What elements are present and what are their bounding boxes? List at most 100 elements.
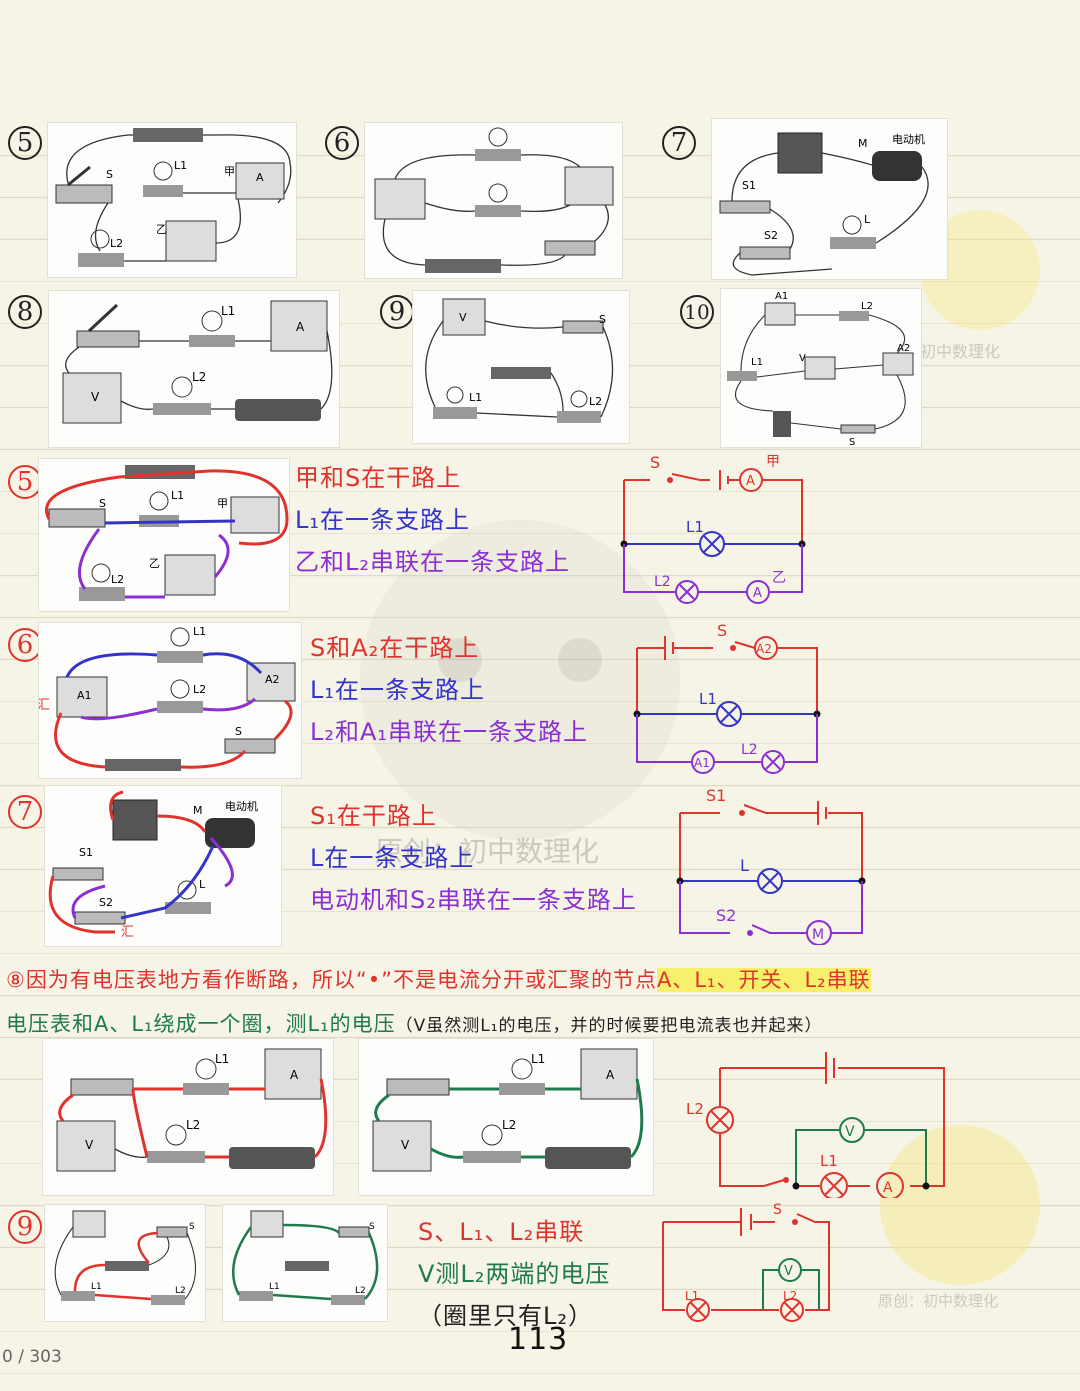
label-a2-q10: A2 — [897, 343, 910, 354]
sch6-ammeter-a2: A2 — [756, 642, 772, 656]
note-q8-aside: （V虽然测L₁的电压，并的时候要把电流表也并起来） — [395, 1016, 823, 1036]
question-number-10: 10 — [680, 295, 714, 329]
photo-q7: M 电动机 S1 S2 L — [711, 118, 948, 280]
label-s2: S2 — [764, 229, 778, 242]
label-s: S — [106, 168, 113, 181]
sol9g-label-l2: L2 — [355, 1286, 366, 1296]
watermark-thumb-top — [920, 210, 1040, 330]
label-motor: 电动机 — [892, 132, 925, 146]
label-m: M — [858, 137, 868, 150]
photo-q9: V S L1 L2 — [412, 290, 630, 444]
label-v-q9: V — [459, 311, 467, 324]
sch9-voltmeter-v: V — [784, 1264, 793, 1279]
schematic-q8: L2 L1 A V — [686, 1052, 945, 1198]
note-q7-line3: 电动机和S₂串联在一条支路上 — [310, 886, 637, 914]
sol5-label-yi: 乙 — [149, 557, 160, 570]
sch7-label-s2: S2 — [716, 906, 736, 925]
sol8g-label-v: V — [401, 1138, 410, 1152]
label-l2-q10: L2 — [861, 301, 873, 312]
note-q5-line3: 乙和L₂串联在一条支路上 — [295, 548, 570, 576]
top-margin — [0, 0, 1080, 115]
photo-solution-q8-green: L1 A V L2 — [358, 1038, 654, 1196]
sol6-label-a1: A1 — [77, 689, 92, 702]
sch5-ammeter-yi: A — [753, 586, 762, 601]
note-q7-line2: L在一条支路上 — [310, 844, 475, 872]
sch8-ammeter-a: A — [883, 1180, 893, 1196]
question-number-9: 9 — [380, 295, 414, 329]
sch8-label-l2: L2 — [686, 1100, 704, 1118]
sol8g-label-a: A — [606, 1068, 615, 1082]
sol7-label-motor: 电动机 — [225, 799, 258, 813]
note-q8-line2: 电压表和A、L₁绕成一个圈，测L₁的电压（V虽然测L₁的电压，并的时候要把电流表… — [6, 1008, 823, 1038]
note-q9-line1: S、L₁、L₂串联 — [418, 1218, 585, 1246]
label-s-q10: S — [849, 437, 855, 447]
sch8-label-l1: L1 — [820, 1152, 838, 1170]
sol6-label-l2: L2 — [193, 683, 206, 696]
label-l2-q8: L2 — [192, 370, 206, 384]
sol7-label-s1: S1 — [79, 846, 93, 859]
label-l1-q10: L1 — [751, 357, 763, 368]
sol6-label-hui: 汇 — [39, 698, 50, 713]
sol8g-label-l1: L1 — [531, 1052, 545, 1066]
note-q8-line1: ⑧因为有电压表地方看作断路，所以“•”不是电流分开或汇聚的节点A、L₁、开关、L… — [6, 964, 871, 994]
schematic-q6: A2 S L1 A1 L2 — [633, 622, 821, 774]
label-v-q10: V — [799, 353, 806, 364]
sch5-label-l2: L2 — [654, 574, 671, 590]
watermark-center: 原创：初中数理化 — [375, 835, 600, 868]
sch6-label-l1: L1 — [699, 690, 717, 708]
question-number-6: 6 — [325, 126, 359, 160]
sch5-label-jia: 甲 — [766, 454, 780, 470]
sch6-ammeter-a1: A1 — [694, 756, 710, 770]
photo-q10: A1 L2 L1 V A2 S — [720, 288, 922, 448]
sol8r-label-l1: L1 — [215, 1052, 229, 1066]
sch9-label-l2: L2 — [783, 1289, 797, 1303]
photo-solution-q8-red: L1 A V L2 — [42, 1038, 334, 1196]
sol6-label-l1: L1 — [193, 625, 206, 638]
sol9g-label-s: S — [369, 1222, 375, 1232]
label-a-q8: A — [296, 320, 305, 334]
label-l1-q9: L1 — [469, 391, 482, 404]
sol7-label-s2: S2 — [99, 896, 113, 909]
sch9-label-l1: L1 — [685, 1289, 699, 1303]
label-l2-q9: L2 — [589, 395, 602, 408]
solution-number-9: 9 — [8, 1210, 42, 1244]
sol6-label-a2: A2 — [265, 673, 280, 686]
sol9r-label-l2: L2 — [175, 1286, 186, 1296]
schematic-q7: S1 L M S2 — [676, 786, 866, 945]
note-q5-line2: L₁在一条支路上 — [295, 506, 470, 534]
label-l1: L1 — [174, 159, 187, 172]
photo-solution-q7: M 电动机 S1 S2 L 汇 — [44, 785, 282, 947]
label-yi: 乙 — [156, 223, 167, 236]
schematic-q5: A S 甲 L1 A L2 乙 — [620, 453, 806, 604]
sch5-label-yi: 乙 — [772, 570, 786, 586]
watermark-bottom: 原创：初中数理化 — [878, 1292, 999, 1310]
sch5-ammeter-a: A — [746, 474, 755, 489]
watermark-thumb-bottom — [880, 1125, 1040, 1285]
label-s-q9: S — [599, 313, 606, 326]
label-a: A — [256, 171, 264, 184]
note-q9-line2: V测L₂两端的电压 — [418, 1260, 611, 1288]
label-a1-q10: A1 — [775, 291, 788, 302]
sol8r-label-l2: L2 — [186, 1118, 200, 1132]
label-s1: S1 — [742, 179, 756, 192]
sol6-label-s: S — [235, 725, 242, 738]
note-q9-line3: （圈里只有L₂） — [418, 1302, 593, 1330]
sol5-label-l1: L1 — [171, 489, 184, 502]
sch5-label-s: S — [650, 453, 660, 472]
photo-solution-q9-red: S L1 L2 — [44, 1204, 206, 1322]
photo-q6 — [364, 122, 623, 279]
photo-q8: L1 A V L2 — [48, 290, 340, 448]
photo-solution-q5: S L1 甲 L2 乙 — [38, 458, 290, 612]
label-l: L — [864, 213, 871, 226]
photo-q5: S L1 甲 A L2 乙 — [47, 122, 297, 278]
note-q8-highlight: A、L₁、开关、L₂串联 — [656, 968, 871, 992]
watermark-smiley — [360, 520, 680, 840]
label-l1-q8: L1 — [221, 304, 235, 318]
watermark-top: 初中数理化 — [920, 342, 1001, 361]
sch6-label-s: S — [717, 622, 727, 640]
question-number-5: 5 — [8, 126, 42, 160]
sch8-voltmeter-v: V — [845, 1124, 855, 1140]
sch6-label-l2: L2 — [741, 742, 758, 758]
label-l2: L2 — [110, 237, 123, 250]
solution-number-5: 5 — [8, 465, 42, 499]
